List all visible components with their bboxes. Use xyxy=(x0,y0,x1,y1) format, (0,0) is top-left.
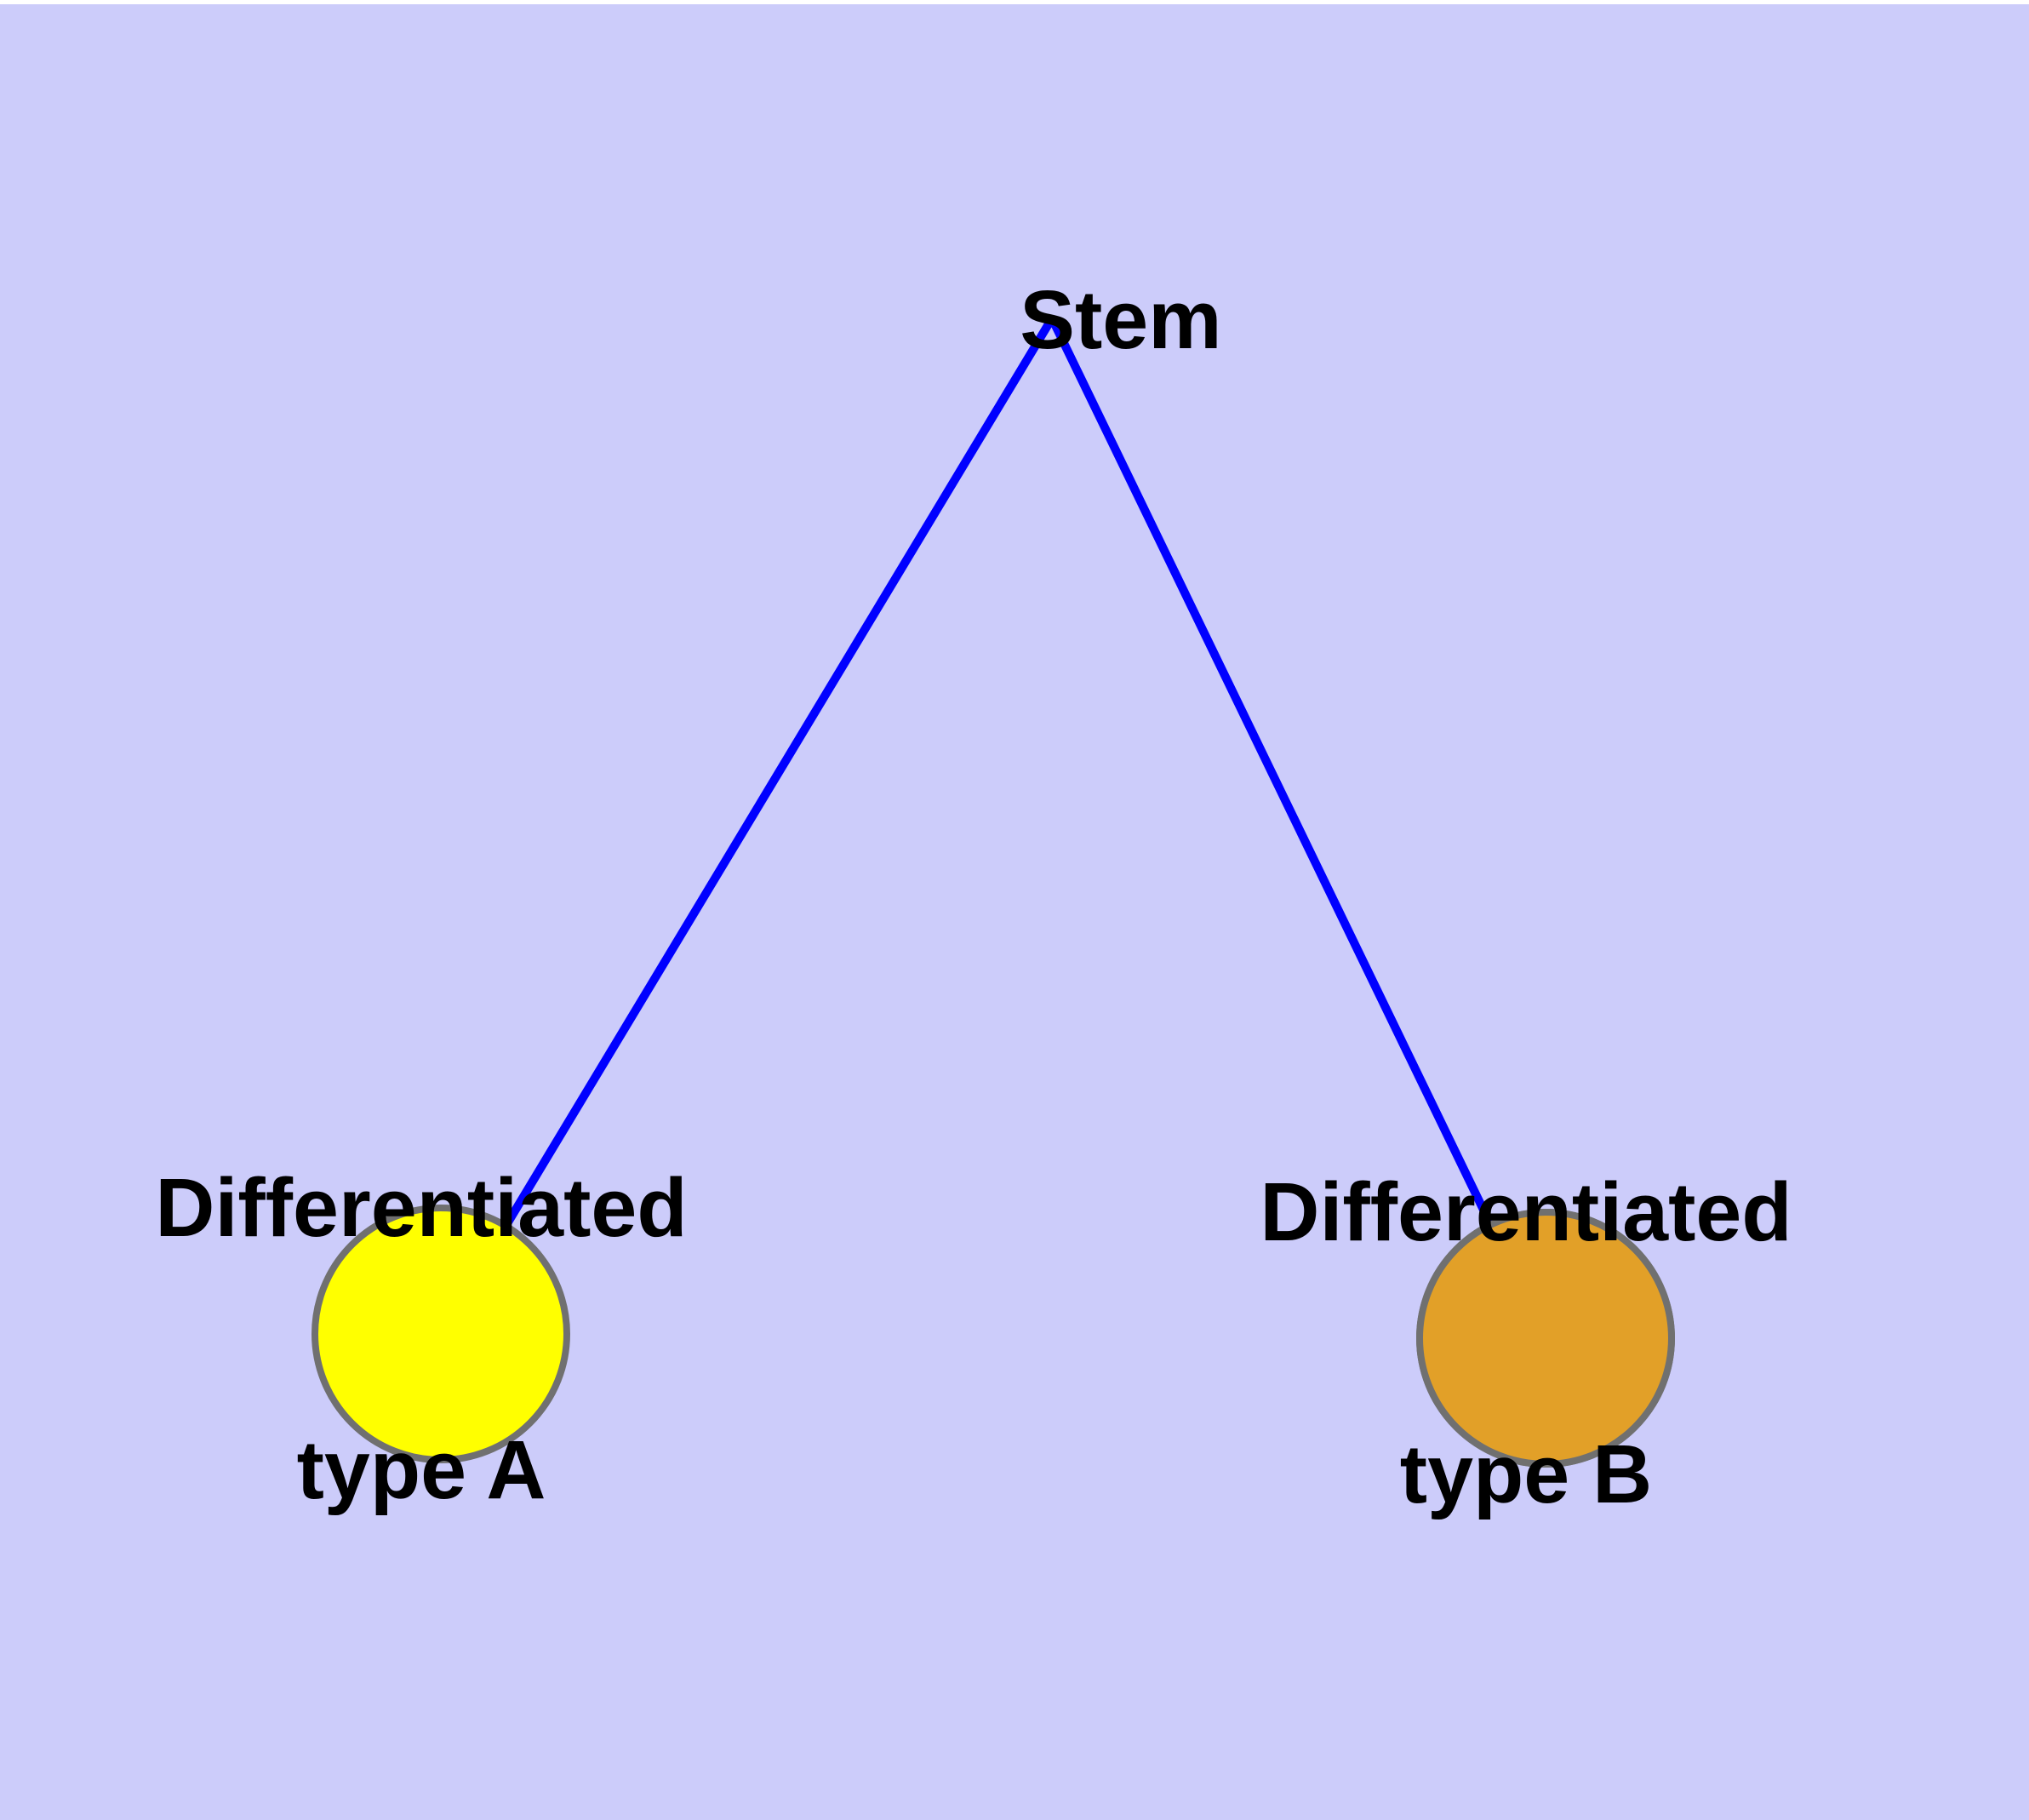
node-differentiated-type-b[interactable] xyxy=(1416,1209,1675,1468)
edge-stem-to-differentiated-a xyxy=(437,316,1056,1336)
edge-stem-to-differentiated-b xyxy=(1048,316,1550,1341)
plot-area: Stem Differentiated type A Differentiate… xyxy=(0,4,2029,1820)
node-stem[interactable] xyxy=(311,1205,570,1463)
node-layer xyxy=(311,1205,1675,1468)
graph-canvas xyxy=(311,316,1675,1468)
edge-layer xyxy=(437,316,1550,1341)
